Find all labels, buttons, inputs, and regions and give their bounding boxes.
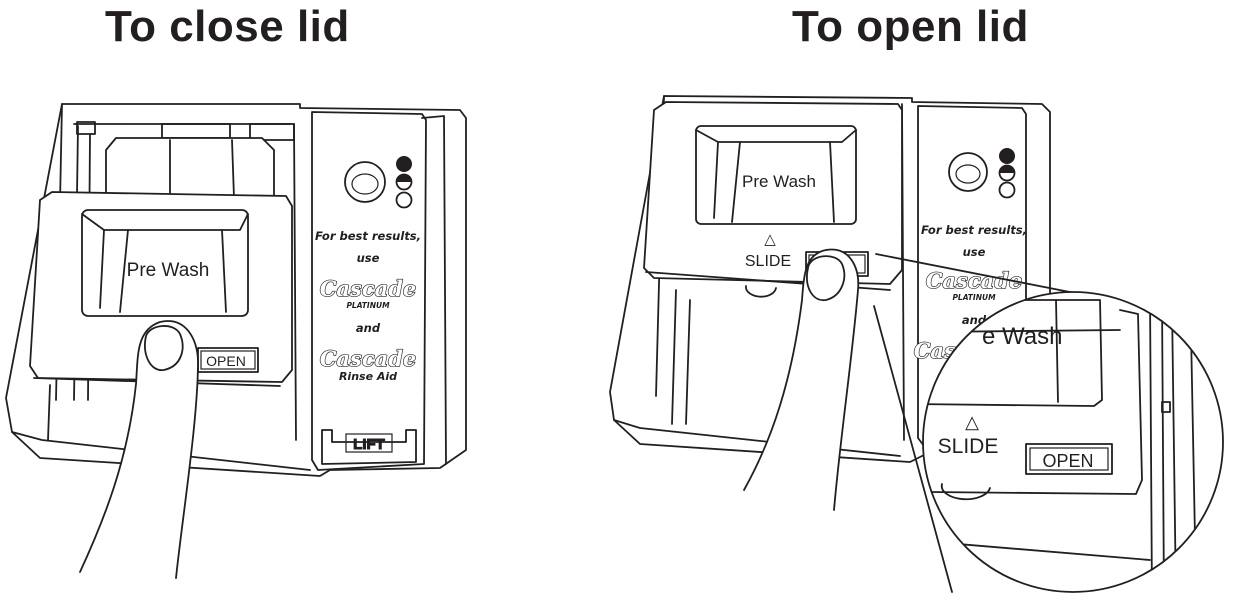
magnified-slide-label: SLIDE	[938, 435, 999, 458]
magnified-slide-arrow: △	[965, 412, 979, 432]
callout-line	[875, 253, 1091, 297]
finger	[79, 320, 199, 579]
panel-platinum-open: PLATINUM	[952, 293, 996, 302]
panel-best-results-open: For best results,	[921, 223, 1027, 237]
magnifier-callout: e Wash △ SLIDE OPEN	[922, 291, 1224, 593]
open-label: OPEN	[206, 353, 246, 369]
level-full-icon	[396, 156, 412, 172]
callout-line	[873, 305, 953, 593]
level-empty-icon	[395, 191, 413, 209]
finger-open	[743, 248, 860, 511]
lift-tab	[321, 429, 417, 465]
lift-label: LIFT	[353, 436, 385, 453]
panel-and: and	[356, 321, 381, 335]
lid-label-pre-wash-open: Pre Wash	[742, 172, 816, 191]
cascade-logo-top: Cascade	[320, 276, 417, 301]
open-lid-illustration: Pre Wash △ SLIDE For best results, use C…	[609, 95, 1224, 593]
panel-best-results: For best results,	[315, 229, 421, 243]
panel-use: use	[357, 251, 380, 265]
lid-window	[81, 209, 249, 317]
slide-label: SLIDE	[745, 253, 791, 270]
magnified-notch	[940, 483, 991, 501]
title-open-lid: To open lid	[792, 2, 1029, 51]
panel-use-open: use	[963, 245, 986, 259]
rinse-aid-indicator-open	[948, 152, 988, 192]
cascade-logo-bottom: Cascade	[320, 346, 417, 371]
panel-rinse-aid: Rinse Aid	[339, 370, 397, 383]
magnified-pre-wash: e Wash	[982, 323, 1062, 350]
lid-notch	[745, 285, 777, 298]
lid-window-open	[695, 125, 857, 225]
level-full-icon-open	[999, 148, 1015, 164]
title-close-lid: To close lid	[105, 2, 350, 51]
level-empty-icon-open	[998, 181, 1016, 199]
cascade-logo-top-open: Cascade	[926, 268, 1023, 293]
slide-arrow: △	[764, 231, 776, 248]
lid-label-pre-wash: Pre Wash	[127, 260, 210, 281]
rinse-aid-indicator	[344, 161, 386, 203]
magnified-open-label: OPEN	[1042, 451, 1093, 471]
panel-platinum: PLATINUM	[346, 301, 390, 310]
close-lid-illustration: Pre Wash OPEN For best results, use Casc…	[5, 103, 467, 579]
detergent-cup	[105, 137, 275, 199]
